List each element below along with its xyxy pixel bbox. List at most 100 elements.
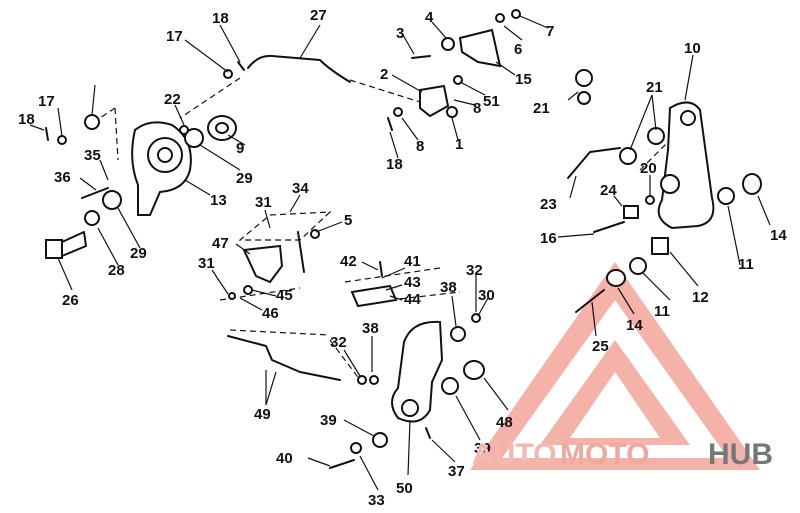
callout-label: 51 <box>483 93 500 110</box>
callout-label: 15 <box>515 71 532 88</box>
pin-part <box>387 117 393 131</box>
logo-triangle-center <box>570 372 660 438</box>
callout-label: 11 <box>738 256 754 273</box>
washer-part <box>243 285 253 295</box>
callout-label: 39 <box>320 412 337 429</box>
callout-label: 25 <box>592 338 609 355</box>
washer-part <box>207 115 237 141</box>
cam-hub-part <box>147 137 183 173</box>
callout-label: 39 <box>474 440 491 457</box>
callout-label: 17 <box>166 28 183 45</box>
callout-label: 14 <box>626 317 643 334</box>
washer-part <box>446 106 458 118</box>
callout-label: 4 <box>425 9 434 26</box>
callout-label: 23 <box>540 196 557 213</box>
callout-label: 18 <box>212 10 229 27</box>
callout-label: 8 <box>416 138 424 155</box>
washer-part <box>228 292 236 300</box>
callout-label: 38 <box>440 279 457 296</box>
guide-line <box>114 107 119 161</box>
callout-label: 48 <box>496 414 513 431</box>
lever-hole-part <box>401 399 419 417</box>
nut-part <box>450 326 466 342</box>
nut-part <box>84 114 100 130</box>
callout-label: 31 <box>255 194 272 211</box>
guide-lines <box>99 77 691 381</box>
nut-part <box>102 190 122 210</box>
callout-label: 41 <box>404 253 421 270</box>
link-rod-part <box>567 147 621 179</box>
callout-label: 1 <box>455 136 463 153</box>
callouts: 1 2 3 4 5 6 7 8 8 9 10 11 11 12 13 14 14… <box>18 7 787 509</box>
callout-label: 27 <box>310 7 327 24</box>
washer-part <box>495 13 505 23</box>
washer-part <box>57 135 67 145</box>
callout-label: 36 <box>54 169 71 186</box>
washer-part <box>369 375 379 385</box>
watermark-word-2: MOTO <box>560 438 649 471</box>
washer-part <box>223 69 233 79</box>
callout-label: 17 <box>38 93 55 110</box>
pin-part <box>45 127 49 141</box>
callout-label: 21 <box>646 79 663 96</box>
callout-label: 9 <box>236 140 244 157</box>
callout-label: 14 <box>770 227 787 244</box>
nut-part <box>717 187 735 205</box>
guide-line <box>179 77 241 119</box>
bolt-head-part <box>45 239 63 259</box>
bushing-part <box>660 174 680 194</box>
callout-label: 29 <box>236 170 253 187</box>
lever-part <box>391 320 444 423</box>
bracket-part <box>419 84 450 118</box>
washer-part <box>511 9 521 19</box>
callout-label: 29 <box>130 245 147 262</box>
washer-part <box>357 375 367 385</box>
callout-label: 22 <box>164 91 181 108</box>
washer-part <box>463 360 485 380</box>
callout-label: 32 <box>330 334 347 351</box>
screw-part <box>425 427 431 439</box>
callout-label: 34 <box>292 180 309 197</box>
callout-label: 45 <box>276 287 293 304</box>
callout-label: 42 <box>340 253 357 270</box>
spacer-part <box>651 237 669 255</box>
washer-part <box>606 269 626 287</box>
callout-label: 3 <box>396 25 404 42</box>
callout-label: 40 <box>276 450 293 467</box>
fitting-part <box>577 91 591 105</box>
callout-label: 49 <box>254 406 271 423</box>
watermark-logo <box>470 262 760 470</box>
fitting-part <box>619 147 637 165</box>
callout-label: 24 <box>600 182 617 199</box>
plate-part <box>350 284 398 308</box>
link-rod-part <box>227 335 341 381</box>
callout-label: 7 <box>546 23 554 40</box>
callout-label: 18 <box>386 156 403 173</box>
parts <box>45 9 762 469</box>
link-rod-part <box>247 54 351 83</box>
callout-label: 12 <box>692 289 709 306</box>
bolt-shank-part <box>61 231 87 257</box>
callout-label: 5 <box>344 212 352 229</box>
bracket-part <box>242 244 284 284</box>
callout-label: 18 <box>18 111 35 128</box>
washer-part <box>742 173 762 195</box>
screw-part <box>81 187 109 199</box>
watermark-word-3: HUB <box>708 438 773 471</box>
callout-label: 16 <box>540 230 557 247</box>
callout-label: 2 <box>380 66 388 83</box>
callout-label: 35 <box>84 147 101 164</box>
callout-label: 50 <box>396 480 413 497</box>
screw-part <box>575 289 605 313</box>
callout-label: 6 <box>514 41 522 58</box>
watermark-text: AUTO MOTO HUB <box>472 438 773 471</box>
screw-part <box>411 55 431 59</box>
callout-label: 32 <box>466 262 483 279</box>
callout-label: 38 <box>362 320 379 337</box>
screw-part <box>329 459 355 469</box>
callout-label: 43 <box>404 274 421 291</box>
link-part <box>297 231 305 273</box>
nut-part <box>184 128 204 148</box>
